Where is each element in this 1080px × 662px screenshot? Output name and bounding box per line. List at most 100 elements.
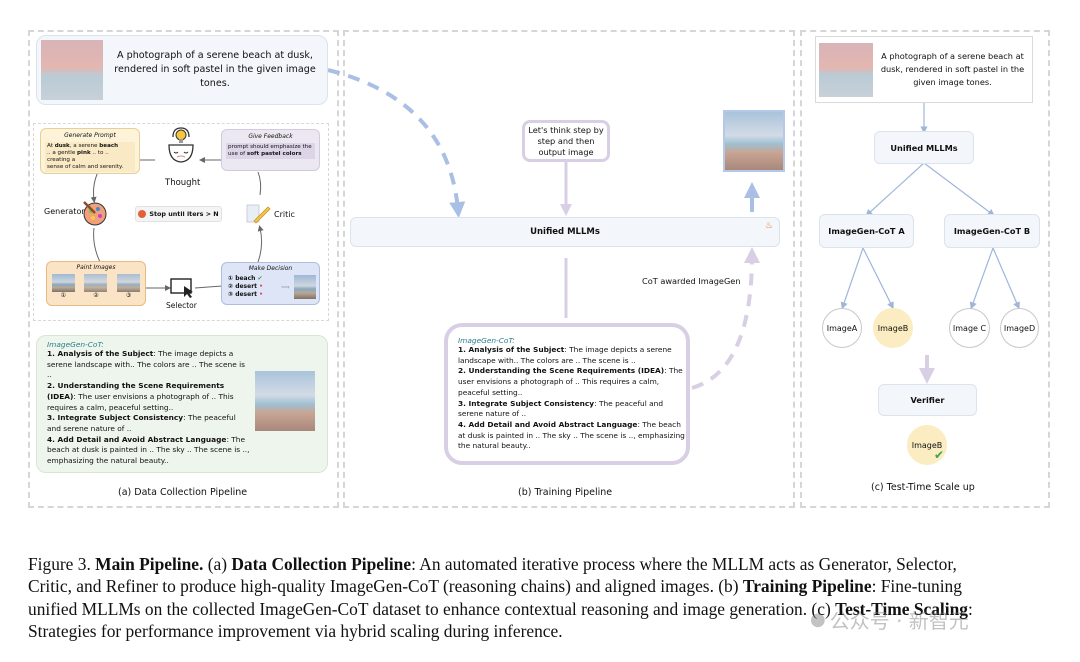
give-feedback-text: prompt should emphasize the use of soft … bbox=[226, 142, 315, 159]
num-2: ② bbox=[93, 291, 99, 299]
selector-icon bbox=[170, 278, 194, 298]
pencil-note-icon bbox=[245, 202, 271, 224]
arrow-selector-to-decision bbox=[194, 285, 223, 289]
gf-t3: soft pastel colors bbox=[246, 150, 302, 157]
watermark: ● 公众号 · 新智元 bbox=[810, 605, 969, 634]
cot-item: 2. Understanding the Scene Requirements … bbox=[47, 381, 234, 412]
paint-images-title: Paint Images bbox=[76, 264, 116, 271]
check-icon: ✔ bbox=[933, 448, 944, 462]
arrow-generator-to-paint bbox=[93, 227, 101, 263]
reference-image-c bbox=[819, 42, 873, 97]
decision-arrow: ⟹ bbox=[281, 284, 290, 291]
caption-line-4: Strategies for performance improvement v… bbox=[28, 621, 563, 642]
think-prompt-text: Let's think step by step and then output… bbox=[528, 124, 604, 157]
painted-image-3 bbox=[117, 273, 141, 292]
decision-list: ① beach ✔ ② desert • ③ desert • bbox=[228, 275, 263, 299]
unified-mllm-label-b: Unified MLLMs bbox=[530, 227, 600, 237]
unified-mllm-box-c: Unified MLLMs bbox=[874, 131, 974, 164]
fire-icon: ♨ bbox=[764, 221, 773, 231]
generate-prompt-box: Generate Prompt At dusk, a serene beach … bbox=[40, 128, 140, 174]
decision-item: ③ desert • bbox=[228, 291, 263, 298]
cot-a-box: ImageGen-CoT A bbox=[819, 214, 914, 248]
result-image-label: ImageB bbox=[911, 440, 943, 450]
caption-segment: Data Collection Pipeline bbox=[231, 554, 412, 574]
prompt-card-a: A photograph of a serene beach at dusk, … bbox=[36, 35, 328, 105]
caption-c: (c) Test-Time Scale up bbox=[871, 482, 975, 493]
caption-segment: Figure 3. bbox=[28, 554, 96, 574]
cot-image-a bbox=[255, 371, 315, 431]
cot-b-label: ImageGen-CoT B bbox=[953, 226, 1031, 236]
gp-t1: At bbox=[47, 142, 55, 149]
image-node-b: ImageB bbox=[873, 308, 913, 348]
cot-title-b: ImageGen-CoT: bbox=[458, 336, 515, 345]
arrow-decision-to-critic bbox=[257, 225, 264, 263]
painted-image-2 bbox=[84, 273, 108, 292]
result-image-node: ImageB ✔ bbox=[907, 425, 947, 465]
num-3: ③ bbox=[125, 291, 132, 299]
line-cota-to-imagea bbox=[840, 247, 864, 310]
thought-label: Thought bbox=[165, 178, 201, 188]
cot-b-box: ImageGen-CoT B bbox=[944, 214, 1040, 248]
prompt-card-c: A photograph of a serene beach at dusk, … bbox=[815, 36, 1033, 103]
loop-frame bbox=[33, 123, 329, 321]
make-decision-title: Make Decision bbox=[248, 265, 293, 272]
cot-text-a: ImageGen-CoT: 1. Analysis of the Subject… bbox=[47, 340, 252, 467]
image-node-label: ImageA bbox=[826, 323, 858, 333]
thought-icon bbox=[164, 125, 198, 165]
arrow-critic-to-feedback bbox=[257, 171, 262, 196]
cot-box-b: ImageGen-CoT: 1. Analysis of the Subject… bbox=[444, 323, 690, 465]
unified-mllm-bar: Unified MLLMs ♨ bbox=[350, 217, 780, 247]
gp-t6: pink bbox=[77, 149, 91, 156]
caption-segment: Strategies for performance improvement v… bbox=[28, 621, 563, 641]
critic-label: Critic bbox=[274, 210, 295, 219]
image-node-label: ImageD bbox=[1003, 323, 1036, 333]
line-mllm-to-cot-a bbox=[865, 162, 925, 217]
line-cotb-to-imaged bbox=[992, 247, 1020, 310]
cot-item: 3. Integrate Subject Consistency: The pe… bbox=[47, 413, 236, 433]
unified-mllm-label-c: Unified MLLMs bbox=[890, 142, 958, 153]
image-node-a: ImageA bbox=[822, 308, 862, 348]
stop-condition-badge: Stop until iters > N bbox=[135, 206, 222, 222]
prompt-text-a: A photograph of a serene beach at dusk, … bbox=[114, 50, 316, 89]
num-1: ① bbox=[60, 291, 67, 299]
caption-segment: : Fine-tuning bbox=[871, 576, 962, 596]
caption-segment: Critic, and Refiner to produce high-qual… bbox=[28, 576, 743, 596]
output-image-b bbox=[723, 110, 785, 172]
selector-label: Selector bbox=[166, 301, 197, 310]
arrow-prompt-to-mllm bbox=[327, 68, 466, 218]
line-cota-to-imageb bbox=[862, 247, 894, 310]
stop-icon bbox=[138, 210, 147, 218]
caption-segment: : bbox=[967, 599, 973, 619]
give-feedback-box: Give Feedback prompt should emphasize th… bbox=[221, 129, 320, 171]
palette-icon bbox=[82, 200, 108, 226]
caption-segment: (a) bbox=[203, 554, 232, 574]
arrow-cot-to-mllm bbox=[691, 247, 760, 390]
panel-b-frame bbox=[343, 30, 795, 508]
caption-segment: Main Pipeline. bbox=[95, 554, 204, 574]
cot-item: 4. Add Detail and Avoid Abstract Languag… bbox=[47, 434, 250, 466]
gf-t2: use of bbox=[228, 150, 247, 157]
decision-item: ① beach ✔ bbox=[228, 275, 263, 282]
gp-t7: .. to .. creating a bbox=[47, 149, 109, 163]
paint-images-box: Paint Images ① ② ③ bbox=[46, 261, 146, 306]
watermark-text: 公众号 · 新智元 bbox=[829, 609, 969, 633]
cot-item: 1. Analysis of the Subject: The image de… bbox=[47, 349, 245, 380]
cot-item: 2. Understanding the Scene Requirements … bbox=[458, 366, 683, 397]
cot-box-a: ImageGen-CoT: 1. Analysis of the Subject… bbox=[36, 335, 328, 473]
caption-segment: unified MLLMs on the collected ImageGen-… bbox=[28, 599, 836, 619]
panel-a-frame bbox=[28, 30, 339, 508]
arrow-prompt-to-generator bbox=[90, 171, 99, 203]
caption-a: (a) Data Collection Pipeline bbox=[118, 487, 248, 498]
gp-t8: sense of calm and serenity. bbox=[47, 163, 124, 170]
prompt-text-c: A photograph of a serene beach at dusk, … bbox=[880, 51, 1025, 87]
caption-segment: Test-Time Scaling bbox=[835, 599, 968, 619]
stop-label: Stop until iters > N bbox=[149, 210, 219, 218]
line-mllm-to-cot-b bbox=[923, 162, 995, 217]
image-node-label: Image C bbox=[952, 323, 987, 333]
make-decision-box: Make Decision ① beach ✔ ② desert • ③ des… bbox=[221, 262, 320, 305]
wechat-icon: ● bbox=[810, 609, 826, 630]
generate-prompt-title: Generate Prompt bbox=[64, 132, 116, 139]
gp-t2: dusk bbox=[54, 142, 70, 149]
image-node-c: Image C bbox=[949, 308, 990, 348]
